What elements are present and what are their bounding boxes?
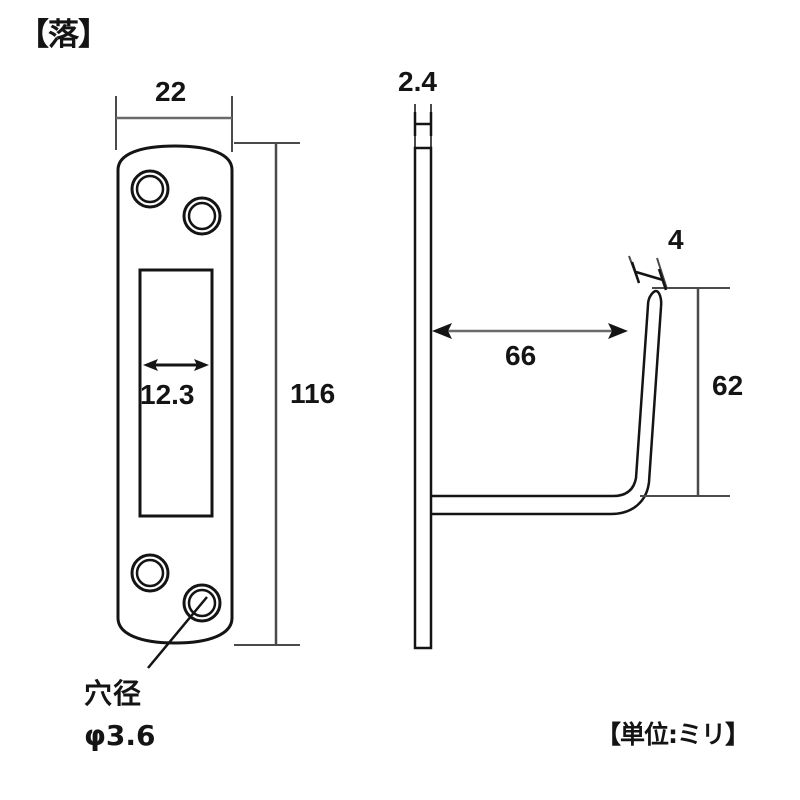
dimension-label-slot-width: 12.3 — [140, 379, 195, 410]
dim-line-4 — [635, 270, 664, 282]
unit-note: 【単位:ミリ】 — [596, 720, 750, 749]
hole-inner-bottom-left — [135, 558, 165, 588]
dimension-label-hook-tip: 4 — [668, 224, 684, 255]
arrowhead-right-66 — [608, 323, 628, 339]
hook-tip-cap — [646, 289, 663, 308]
bracket-outer-edge — [431, 306, 663, 516]
hole-diameter-note-label: 穴径 — [84, 677, 143, 710]
page-title: 【落】 — [18, 17, 109, 53]
dimension-label-arm-length: 66 — [505, 340, 537, 371]
dimension-label-thickness: 2.4 — [398, 66, 437, 97]
hole-note-leader — [147, 596, 208, 669]
tick-right-4 — [657, 268, 668, 291]
hole-inner-top-left — [135, 174, 165, 204]
hole-outer-bottom-right — [182, 583, 222, 623]
tick-left-4 — [630, 261, 641, 284]
side-view-group — [413, 104, 730, 650]
hole-inner-top-right — [187, 201, 217, 231]
center-slot — [138, 268, 214, 518]
bracket-inner-edge — [431, 304, 650, 498]
arrowhead-left-12-3 — [143, 359, 158, 371]
dimension-label-drop-height: 62 — [712, 370, 744, 401]
arrowhead-left-66 — [432, 323, 452, 339]
hole-outer-top-right — [182, 196, 222, 236]
arrowhead-right-12-3 — [194, 359, 209, 371]
hole-outer-bottom-left — [130, 553, 170, 593]
front-view-group — [115, 96, 300, 669]
hole-diameter-note-value: φ3.6 — [84, 719, 156, 752]
dimension-label-width: 22 — [155, 76, 187, 107]
hole-outer-top-left — [130, 169, 170, 209]
ext-line-right-4 — [656, 257, 668, 290]
side-plate-profile — [413, 146, 433, 650]
hole-inner-bottom-right — [187, 588, 217, 618]
dimension-label-height: 116 — [290, 378, 336, 409]
